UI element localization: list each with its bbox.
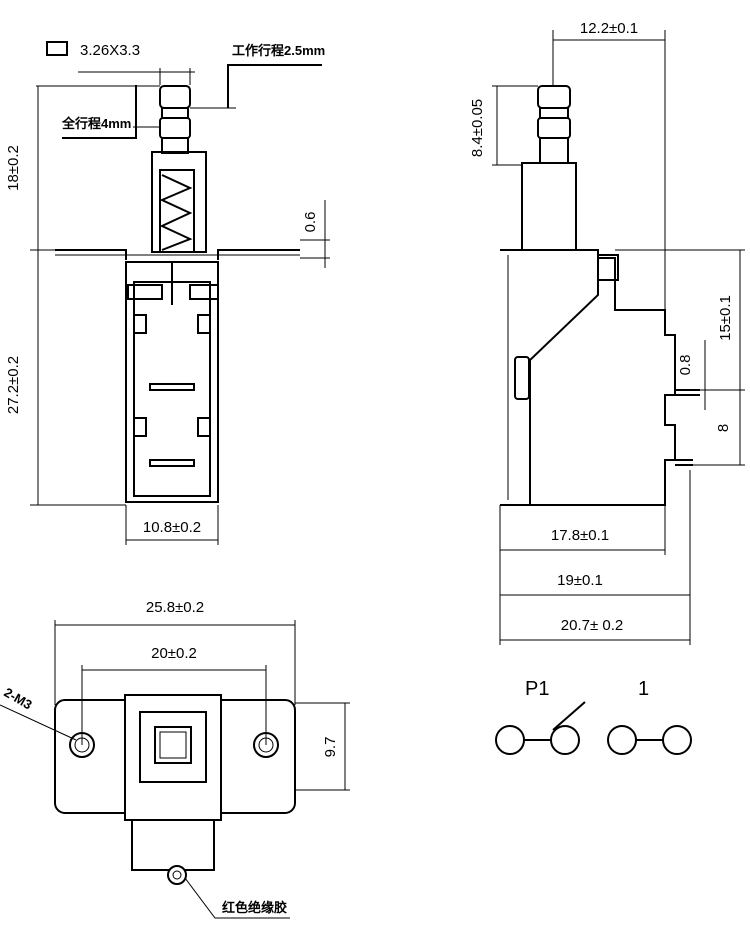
working-travel-label: 工作行程2.5mm bbox=[232, 43, 325, 58]
terminal-icon bbox=[607, 725, 637, 755]
dim-width: 10.8±0.2 bbox=[143, 519, 201, 536]
dim-body: 17.8±0.1 bbox=[551, 527, 609, 544]
dim-top: 12.2±0.1 bbox=[580, 20, 638, 37]
front-view: 3.26X3.3 工作行程2.5mm 全行程4mm bbox=[5, 41, 330, 545]
side-view: 12.2±0.1 8.4±0.05 15±0.1 0.8 8 17.8±0.1 … bbox=[469, 20, 745, 645]
dim-holes: 20±0.2 bbox=[151, 645, 197, 662]
dim-pin-thickness: 0.8 bbox=[677, 355, 694, 376]
terminal-icon bbox=[550, 725, 580, 755]
dim-flange: 0.6 bbox=[302, 212, 319, 233]
dim-pin-height: 15±0.1 bbox=[717, 295, 734, 341]
dim-pin-b: 20.7± 0.2 bbox=[561, 617, 623, 634]
switch-schematic: P1 1 bbox=[495, 678, 692, 755]
cap-size-symbol bbox=[46, 41, 68, 56]
dim-stem: 8.4±0.05 bbox=[469, 99, 486, 157]
dim-height-top: 18±0.2 bbox=[5, 145, 22, 191]
dim-total: 25.8±0.2 bbox=[146, 599, 204, 616]
insulation-label: 红色绝缘胶 bbox=[222, 900, 287, 915]
label-1: 1 bbox=[638, 678, 649, 700]
terminal-icon bbox=[662, 725, 692, 755]
terminal-icon bbox=[495, 725, 525, 755]
dim-height: 9.7 bbox=[322, 737, 339, 758]
dim-pin-spacing: 8 bbox=[715, 424, 732, 432]
dim-height-body: 27.2±0.2 bbox=[5, 356, 22, 414]
cap-size-label: 3.26X3.3 bbox=[80, 42, 140, 59]
bottom-view: 25.8±0.2 20±0.2 2-M3 9.7 红色绝缘胶 bbox=[0, 599, 350, 919]
label-p1: P1 bbox=[525, 678, 549, 700]
full-travel-label: 全行程4mm bbox=[61, 116, 131, 131]
dim-pin-a: 19±0.1 bbox=[557, 572, 603, 589]
